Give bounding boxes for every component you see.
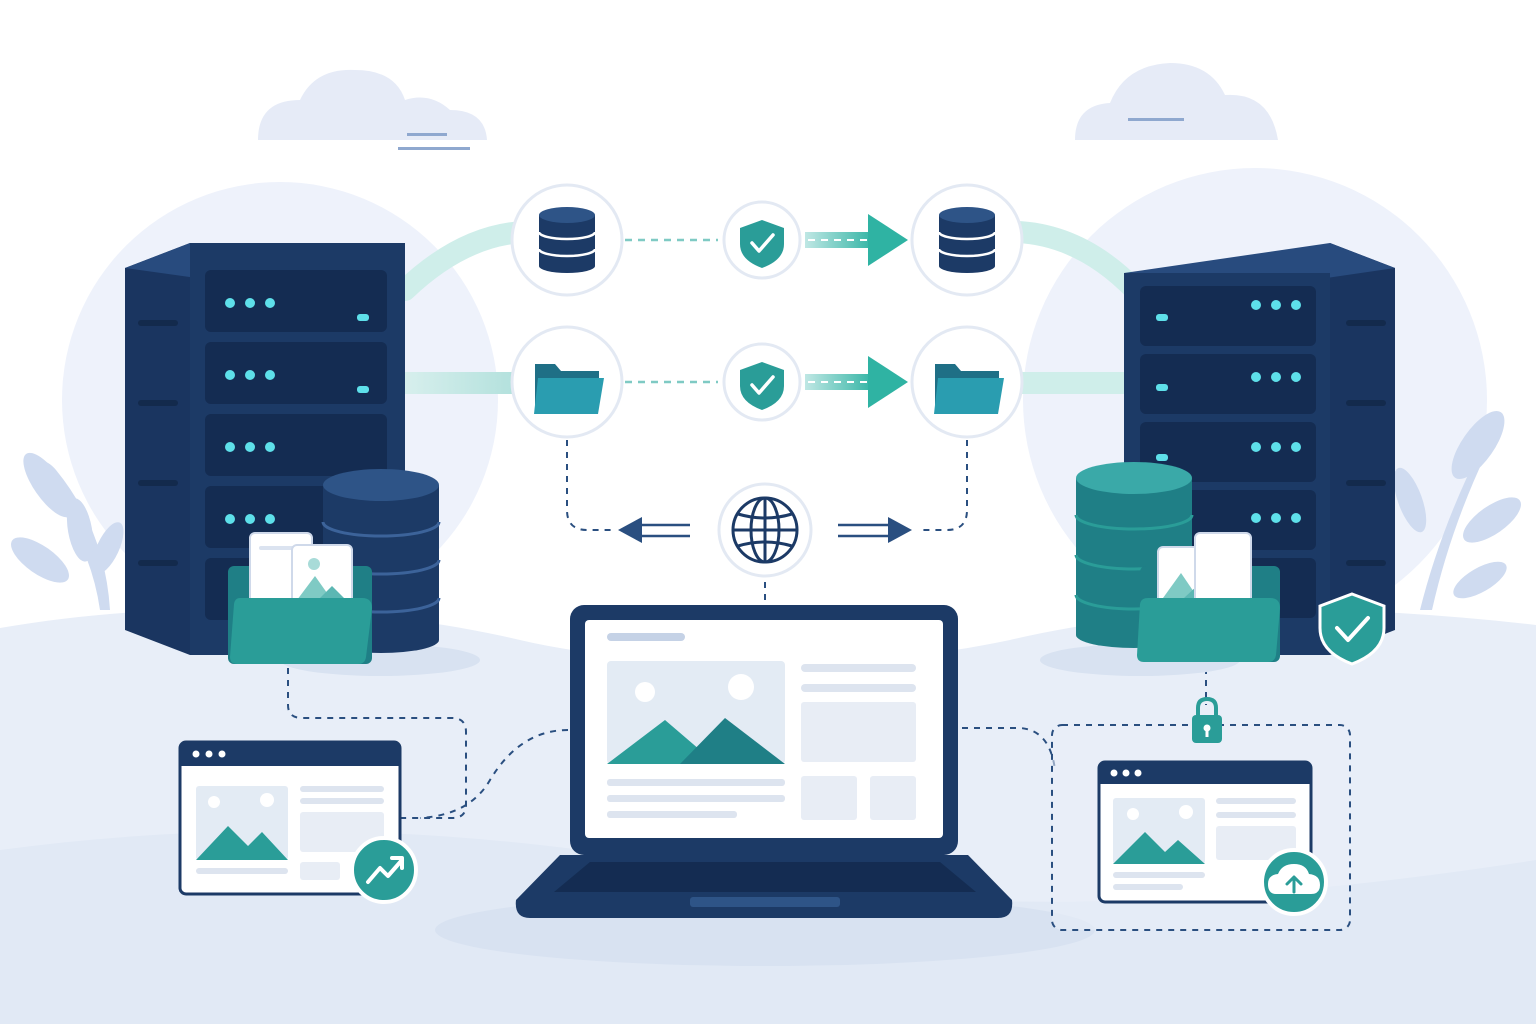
target-folder <box>1137 532 1280 662</box>
folder-flow-band <box>405 372 545 394</box>
shield-check-icon <box>740 220 784 268</box>
sync-folder-source <box>510 325 624 439</box>
status-led <box>225 298 369 524</box>
website-analytics <box>178 740 418 904</box>
double-arrows <box>618 517 912 543</box>
server-side <box>125 243 190 655</box>
plant-icon <box>11 452 124 610</box>
plant-icon <box>1393 410 1521 610</box>
arrow-right-icon <box>868 356 908 408</box>
laptop <box>515 605 1013 918</box>
verify-shield <box>722 200 802 280</box>
trending-up-icon <box>366 856 404 884</box>
target-security <box>1318 592 1386 666</box>
folder-icon <box>934 364 1004 414</box>
globe-icon <box>731 496 799 564</box>
folder-flow-band <box>995 372 1125 394</box>
server-side <box>1330 243 1395 655</box>
sync-arrows <box>625 214 908 408</box>
cloud-icon <box>258 69 487 150</box>
verify-shield <box>722 342 802 422</box>
cloud-icon <box>1075 63 1278 140</box>
arrow-right-icon <box>888 517 912 543</box>
folder-icon <box>534 364 604 414</box>
secure-lock <box>1192 696 1222 743</box>
cloud-upload-icon <box>1268 864 1320 894</box>
arrow-left-icon <box>618 517 642 543</box>
status-led <box>1156 300 1301 523</box>
sync-database-source <box>510 183 624 297</box>
source-folder <box>228 532 372 664</box>
database-icon <box>937 207 997 273</box>
folder-icon <box>230 598 372 664</box>
sync-database-target <box>910 183 1024 297</box>
arrow-right-icon <box>868 214 908 266</box>
internet-hub <box>717 482 813 578</box>
shield-check-icon <box>1318 592 1386 666</box>
website-cloud-backup <box>1051 724 1351 931</box>
database-icon <box>537 207 597 273</box>
sync-folder-target <box>910 325 1024 439</box>
folder-icon <box>1137 598 1280 662</box>
shield-check-icon <box>740 362 784 410</box>
touchpad <box>690 897 840 907</box>
